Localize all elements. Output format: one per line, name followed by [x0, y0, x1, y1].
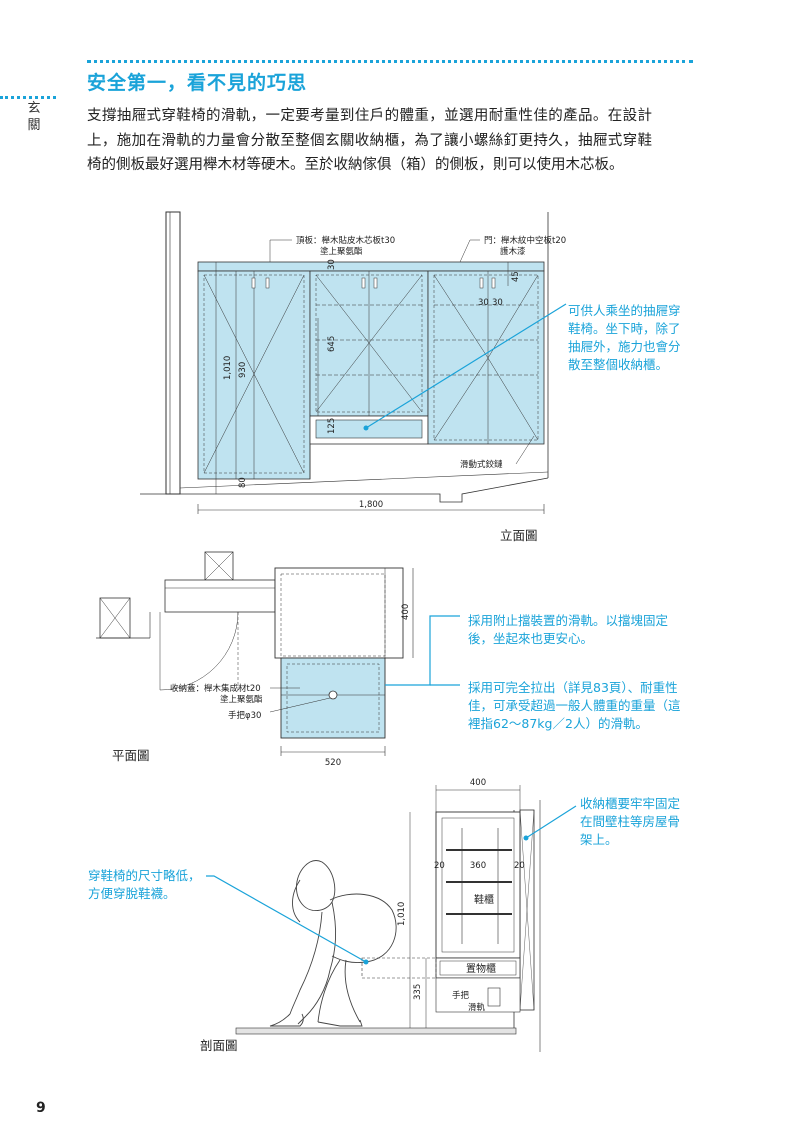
dim-20b: 20	[514, 861, 525, 871]
dim-45: 45	[511, 271, 521, 282]
dim-400-plan: 400	[401, 604, 411, 620]
callout-plan-2-line-2: 佳，可承受超過一般人體重的重量（這	[468, 698, 681, 713]
label-door-1: 門：櫸木紋中空板t20	[484, 235, 566, 246]
callout-plan-1-line-1: 採用附止擋裝置的滑軌。以擋塊固定	[468, 613, 668, 628]
label-hinge: 滑動式鉸鏈	[460, 459, 503, 470]
callout-leader-section-left	[206, 875, 367, 963]
section-title: 安全第一，看不見的巧思	[87, 72, 308, 94]
door-swing	[159, 611, 239, 691]
callout-leader-elevation	[365, 303, 567, 429]
dim-30a: 30	[478, 298, 489, 308]
floor-line	[180, 477, 549, 503]
right-cabinet	[427, 270, 545, 445]
dim-360: 360	[470, 861, 486, 871]
label-shoe-cabinet: 鞋櫃	[474, 893, 494, 906]
elevation-drawing: 頂板：櫸木貼皮木芯板t30 塗上聚氨酯 門：櫸木紋中空板t20 護木漆 滑動式鉸…	[140, 211, 681, 543]
callout-leader-section-right	[525, 805, 577, 839]
dim-400-section: 400	[470, 778, 486, 788]
callout-elevation-line-4: 散至整個收納櫃。	[568, 357, 668, 372]
section-drawing: 鞋櫃 置物櫃 手把 滑軌 400 360 20 20 1,010 335 剖面圖…	[88, 778, 680, 1053]
dim-width: 1,800	[359, 500, 383, 510]
label-lid-1: 收納蓋：櫸木集成材t20	[170, 683, 261, 694]
dim-335: 335	[413, 984, 423, 1000]
page-number: 9	[36, 1100, 46, 1116]
seated-person-figure	[269, 860, 397, 1027]
dim-1010-section: 1,010	[397, 902, 407, 926]
label-top-board-2: 塗上聚氨酯	[320, 246, 363, 257]
dim-30: 30	[327, 259, 337, 270]
callout-plan-1-line-2: 後，坐起來也更安心。	[468, 631, 593, 646]
label-handle-section: 手把	[452, 990, 470, 1001]
section-floor	[235, 1027, 517, 1035]
dim-645: 645	[327, 336, 337, 352]
body-paragraph: 支撐抽屜式穿鞋椅的滑軌，一定要考量到住戶的體重，並選用耐重性佳的產品。在設計上，…	[87, 108, 652, 173]
callout-section-right-line-2: 在間壁柱等房屋骨	[580, 814, 680, 829]
label-door-2: 護木漆	[500, 246, 526, 257]
dim-30b: 30	[492, 298, 503, 308]
top-board	[197, 261, 545, 272]
caption-elevation: 立面圖	[500, 528, 538, 543]
callout-leader-plan-1	[385, 615, 460, 686]
label-lid-2: 塗上聚氨酯	[220, 694, 263, 705]
top-dotted-rule	[87, 60, 693, 63]
dim-80: 80	[238, 477, 248, 488]
label-top-board-1: 頂板：櫸木貼皮木芯板t30	[296, 235, 395, 246]
caption-plan: 平面圖	[112, 748, 150, 763]
label-handle-plan: 手把φ30	[228, 710, 261, 721]
callout-section-right-line-1: 收納櫃要牢牢固定	[580, 796, 680, 811]
left-wall	[165, 211, 181, 495]
dim-520: 520	[325, 758, 341, 768]
plan-wall-cabinet	[164, 579, 276, 613]
dim-20a: 20	[434, 861, 445, 871]
handle-icon	[328, 690, 338, 700]
plan-cabinet	[274, 567, 404, 659]
label-drawer: 置物櫃	[466, 962, 496, 975]
callout-plan-2-line-1: 採用可完全拉出（詳見83頁）、耐重性	[468, 680, 678, 695]
label-rail: 滑軌	[468, 1002, 486, 1013]
callout-section-left-line-1: 穿鞋椅的尺寸略低，	[88, 868, 201, 883]
callout-section-left-line-2: 方便穿脫鞋襪。	[88, 886, 176, 901]
callout-elevation-line-3: 抽屜外，施力也會分	[568, 339, 681, 354]
dim-1010: 1,010	[223, 356, 233, 380]
side-dotted-rule	[0, 96, 56, 99]
dim-930: 930	[238, 362, 248, 378]
chapter-side-label: 玄關	[27, 101, 41, 133]
plan-drawing: 收納蓋：櫸木集成材t20 塗上聚氨酯 手把φ30 400 520 平面圖 採用附…	[96, 551, 681, 768]
callout-elevation-line-2: 鞋椅。坐下時，除了	[568, 321, 681, 336]
callout-elevation-line-1: 可供人乘坐的抽屜穿	[568, 303, 681, 318]
section-shoe-cabinet	[435, 811, 521, 959]
dim-125: 125	[327, 418, 337, 434]
callout-plan-2-line-3: 裡指62～87kg／2人）的滑軌。	[468, 716, 648, 731]
caption-section: 剖面圖	[200, 1038, 238, 1053]
callout-section-right-line-3: 架上。	[580, 832, 618, 847]
